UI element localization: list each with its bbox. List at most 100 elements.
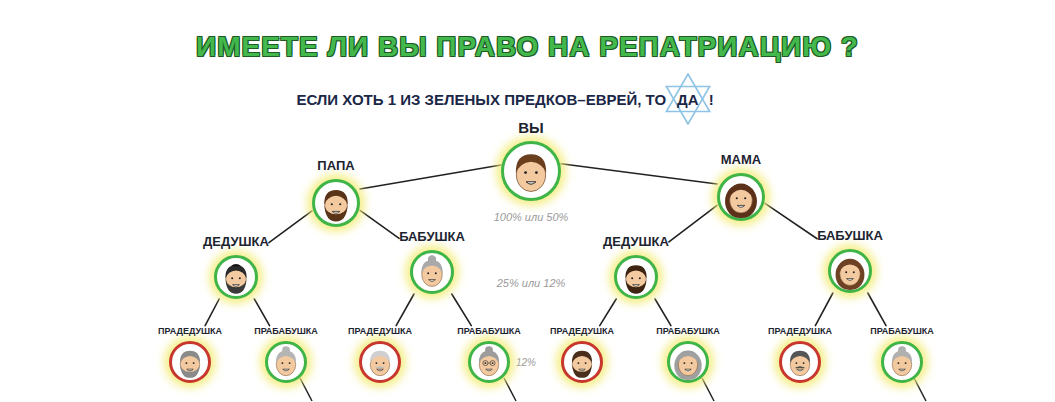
- eye: [736, 197, 738, 199]
- person-label: ПРАДЕДУШКА: [348, 326, 412, 336]
- person-label: ПРАДЕДУШКА: [768, 326, 832, 336]
- portrait-circle: [881, 341, 923, 383]
- beard: [325, 206, 348, 221]
- mouth: [377, 369, 383, 371]
- percentage-note: 100% или 50%: [494, 211, 569, 223]
- beard: [226, 280, 247, 294]
- eye: [239, 277, 241, 279]
- eye: [853, 271, 855, 273]
- person-label: ПАПА: [317, 159, 354, 174]
- person-node: МАМА: [717, 153, 765, 221]
- person-node: БАБУШКА: [399, 230, 465, 294]
- portrait-circle: [468, 341, 510, 383]
- eye: [331, 203, 333, 205]
- mouth: [737, 205, 745, 207]
- portrait-circle: [169, 341, 211, 383]
- mouth: [797, 369, 803, 371]
- eye: [845, 271, 847, 273]
- hair-top: [370, 351, 390, 364]
- subtitle-text: !: [709, 91, 714, 109]
- person-label: ПРАДЕДУШКА: [550, 326, 614, 336]
- eye: [585, 362, 587, 364]
- tree-connector: [360, 210, 399, 238]
- eye: [375, 362, 377, 364]
- person-node: ПРАДЕДУШКА: [348, 326, 412, 383]
- eye: [281, 362, 283, 364]
- person-node: ПРАБАБУШКА: [870, 326, 934, 383]
- hair-top: [180, 351, 200, 364]
- mouth: [633, 285, 640, 287]
- subtitle-answer: ДА: [677, 91, 699, 108]
- portrait-face: [617, 258, 655, 296]
- person-node: ПАПА: [312, 159, 360, 227]
- hair-top: [572, 351, 592, 364]
- portrait-face: [268, 344, 304, 380]
- portrait-face: [471, 344, 507, 380]
- tree-connector: [254, 299, 269, 326]
- person-node: ПРАДЕДУШКА: [158, 326, 222, 383]
- portrait-face: [504, 144, 558, 198]
- eye: [524, 171, 527, 174]
- eye: [691, 362, 693, 364]
- person-label: ДЕДУШКА: [603, 235, 669, 250]
- mouth: [685, 369, 691, 371]
- mustache: [376, 367, 385, 368]
- mouth: [526, 182, 536, 184]
- hair-back: [674, 350, 701, 380]
- eye: [484, 362, 486, 364]
- tree-connector: [269, 211, 312, 243]
- hair-top: [729, 184, 753, 199]
- percentage-note: 12%: [516, 357, 536, 368]
- glasses-lens: [490, 361, 495, 366]
- portrait-circle: [614, 255, 658, 299]
- person-label: МАМА: [721, 153, 761, 168]
- star-badge: ДА: [671, 91, 705, 109]
- eye: [289, 362, 291, 364]
- portrait-face: [362, 344, 398, 380]
- mouth: [899, 369, 905, 371]
- person-node: ДЕДУШКА: [203, 235, 269, 299]
- hair-back: [836, 259, 865, 290]
- tree-connector: [452, 294, 472, 326]
- portrait-circle: [265, 341, 307, 383]
- eye: [683, 362, 685, 364]
- eye: [383, 362, 385, 364]
- subtitle-row: ЕСЛИ ХОТЬ 1 ИЗ ЗЕЛЕНЫХ ПРЕДКОВ–ЕВРЕЙ, ТО…: [0, 91, 1010, 109]
- tree-connector: [815, 293, 832, 326]
- beard: [180, 365, 199, 378]
- hair-top: [225, 265, 246, 278]
- tree-connector: [669, 205, 717, 242]
- hair-top: [324, 190, 348, 205]
- glasses-bridge: [488, 363, 490, 364]
- portrait-face: [884, 344, 920, 380]
- portrait-face: [564, 344, 600, 380]
- person-node: ПРАДЕДУШКА: [550, 326, 614, 383]
- lineage-line: [504, 378, 516, 401]
- eye: [631, 277, 633, 279]
- beard: [626, 280, 647, 294]
- hair-top: [790, 351, 810, 364]
- person-label: БАБУШКА: [817, 229, 883, 244]
- eye: [897, 362, 899, 364]
- mouth: [579, 369, 585, 371]
- person-label: ПРАБАБУШКА: [457, 326, 521, 336]
- eye: [535, 171, 538, 174]
- hair-top: [516, 154, 546, 173]
- portrait-circle: [359, 341, 401, 383]
- percentage-note: 25% или 12%: [497, 277, 566, 289]
- tree-connector: [396, 294, 414, 326]
- star-triangle: [666, 74, 709, 112]
- eye: [803, 362, 805, 364]
- mouth: [429, 280, 436, 282]
- portrait-face: [720, 176, 762, 218]
- person-label: БАБУШКА: [399, 230, 465, 245]
- hair-back: [725, 184, 757, 218]
- eye: [639, 277, 641, 279]
- portrait-circle: [828, 249, 872, 293]
- portrait-circle: [779, 341, 821, 383]
- portrait-circle: [410, 250, 454, 294]
- person-node: ДЕДУШКА: [603, 235, 669, 299]
- tree-connector: [765, 203, 817, 238]
- eye: [427, 272, 429, 274]
- tree-connector: [360, 165, 501, 189]
